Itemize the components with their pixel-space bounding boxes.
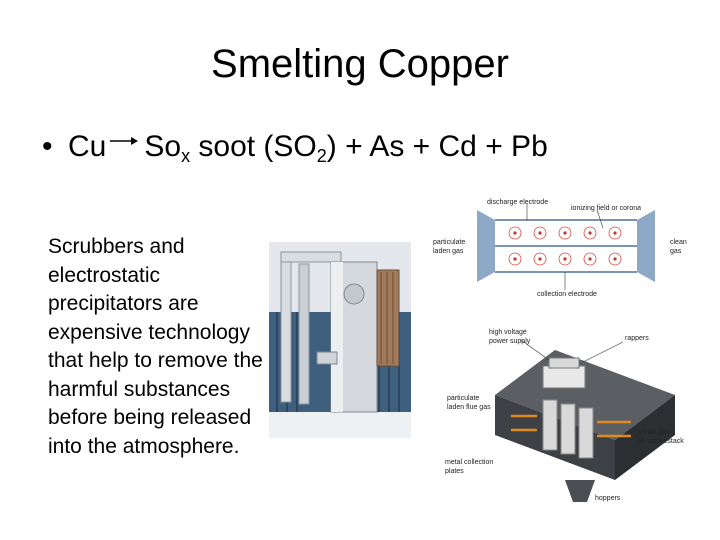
description-text: Scrubbers and electrostatic precipitator… xyxy=(48,235,263,458)
reactant-text: Cu xyxy=(68,130,107,163)
product-rest: ) + As + Cd + Pb xyxy=(326,130,548,163)
label-high-voltage-1: high voltage xyxy=(489,329,527,336)
scrubber-photo xyxy=(269,242,411,438)
bullet-marker: • xyxy=(42,130,53,163)
precipitator-diagram: discharge electrode ionizing field or co… xyxy=(433,199,687,502)
label-clean-to-stack-2: to smokestack xyxy=(639,438,684,445)
label-hoppers: hoppers xyxy=(595,495,621,502)
precipitator-cutaway xyxy=(495,339,675,502)
label-high-voltage-2: power supply xyxy=(489,338,531,345)
label-ionizing-field: ionizing field or corona xyxy=(571,205,641,212)
label-flue-gas-2: laden flue gas xyxy=(447,404,491,411)
label-particulate-gas-2: laden gas xyxy=(433,248,464,255)
label-flue-gas-1: particulate xyxy=(447,395,479,402)
label-clean-to-stack-1: clean gas xyxy=(639,429,669,436)
slide-title: Smelting Copper xyxy=(211,42,509,86)
label-discharge-electrode: discharge electrode xyxy=(487,199,548,206)
product-so: So xyxy=(144,130,182,163)
reaction-arrow-icon xyxy=(110,137,139,145)
label-metal-plates-1: metal collection xyxy=(445,459,493,466)
product-soot: soot (SO xyxy=(190,130,317,163)
label-clean-gas-1: clean xyxy=(670,239,687,246)
label-collection-electrode: collection electrode xyxy=(537,291,597,298)
reaction-bullet: • Cu Sox soot (SO2) + As + Cd + Pb xyxy=(42,130,548,167)
subscript-x: x xyxy=(181,146,191,166)
label-particulate-gas-1: particulate xyxy=(433,239,465,246)
label-clean-gas-2: gas xyxy=(670,248,682,255)
precipitator-schematic xyxy=(477,204,655,290)
label-rappers: rappers xyxy=(625,335,649,342)
label-metal-plates-2: plates xyxy=(445,468,464,475)
subscript-2: 2 xyxy=(316,146,327,166)
